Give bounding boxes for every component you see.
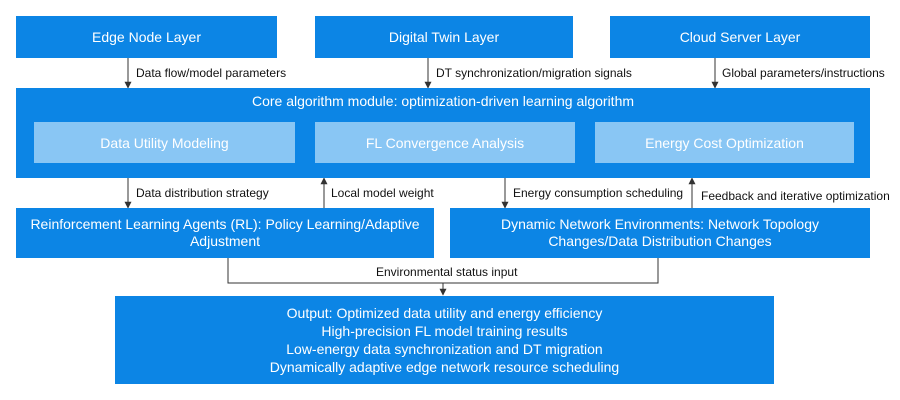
dynamic-network-env-line-1: Dynamic Network Environments: Network To…: [501, 216, 819, 232]
output-line-3: Low-energy data synchronization and DT m…: [286, 341, 603, 357]
fl-convergence-analysis-box: FL Convergence Analysis: [315, 122, 575, 163]
cloud-server-layer-label: Cloud Server Layer: [679, 28, 801, 45]
output-line-1: Output: Optimized data utility and energ…: [286, 305, 603, 321]
edge-arrow-label: Data flow/model parameters: [136, 66, 287, 80]
weight-arrow-label: Local model weight: [331, 186, 434, 200]
dynamic-network-env-line-2: Changes/Data Distribution Changes: [548, 233, 772, 249]
cloud-server-layer-box: Cloud Server Layer: [610, 16, 870, 58]
rl-agents-line-1: Reinforcement Learning Agents (RL): Poli…: [30, 216, 420, 232]
core-module-title: Core algorithm module: optimization-driv…: [251, 93, 635, 109]
cloud-arrow-label: Global parameters/instructions: [722, 66, 885, 80]
energy-cost-optimization-label: Energy Cost Optimization: [645, 134, 804, 151]
output-line-2: High-precision FL model training results: [321, 323, 568, 339]
energy-arrow-label: Energy consumption scheduling: [513, 186, 684, 200]
output-box: Output: Optimized data utility and energ…: [115, 296, 774, 384]
digital-twin-layer-box: Digital Twin Layer: [315, 16, 573, 58]
data-utility-modeling-box: Data Utility Modeling: [34, 122, 295, 163]
rl-agents-line-2: Adjustment: [189, 233, 261, 249]
dynamic-network-env-box: Dynamic Network Environments: Network To…: [450, 208, 870, 258]
rl-agents-box: Reinforcement Learning Agents (RL): Poli…: [16, 208, 434, 258]
env-status-label: Environmental status input: [376, 265, 518, 279]
fl-convergence-analysis-label: FL Convergence Analysis: [365, 134, 525, 151]
digital-twin-layer-label: Digital Twin Layer: [388, 28, 500, 45]
strategy-arrow-label: Data distribution strategy: [136, 186, 269, 200]
output-line-4: Dynamically adaptive edge network resour…: [269, 359, 620, 375]
data-utility-modeling-label: Data Utility Modeling: [100, 134, 229, 151]
feedback-arrow-label: Feedback and iterative optimization: [701, 189, 890, 203]
twin-arrow-label: DT synchronization/migration signals: [436, 66, 632, 80]
edge-node-layer-box: Edge Node Layer: [16, 16, 277, 58]
edge-node-layer-label: Edge Node Layer: [92, 28, 201, 45]
energy-cost-optimization-box: Energy Cost Optimization: [595, 122, 854, 163]
